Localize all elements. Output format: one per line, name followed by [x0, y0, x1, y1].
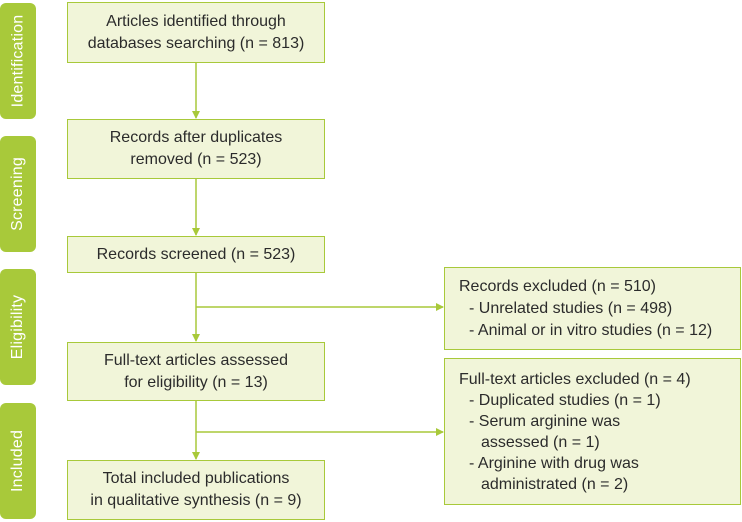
box-screened-line-1: Records screened (n = 523) — [96, 245, 296, 263]
box-full-text-line-2: for eligibility (n = 13) — [124, 373, 268, 391]
stage-included: Included — [0, 403, 36, 519]
stage-screening: Screening — [0, 136, 36, 252]
fulltext-excluded-item: - Serum arginine was — [469, 413, 621, 430]
stage-eligibility: Eligibility — [0, 269, 36, 385]
fulltext-excluded-item-continued: assessed (n = 1) — [481, 434, 600, 451]
box-after-duplicates-line-2: removed (n = 523) — [130, 151, 262, 168]
box-included-line-2: in qualitative synthesis (n = 9) — [90, 492, 302, 509]
box-included-line-1: Total included publications — [102, 470, 290, 487]
box-identified: Articles identified through databases se… — [67, 2, 325, 63]
fulltext-excluded-title: Full-text articles excluded (n = 4) — [459, 371, 691, 388]
fulltext-excluded-item-continued: administrated (n = 2) — [481, 476, 629, 493]
box-identified-line-1: Articles identified through — [106, 12, 286, 30]
box-after-duplicates-line-1: Records after duplicates — [109, 129, 283, 146]
box-fulltext-excluded: Full-text articles excluded (n = 4) - Du… — [444, 358, 741, 505]
box-included: Total included publications in qualitati… — [67, 460, 325, 520]
fulltext-excluded-item: - Arginine with drug was — [469, 455, 639, 472]
box-full-text: Full-text articles assessed for eligibil… — [67, 342, 325, 401]
records-excluded-item: - Animal or in vitro studies (n = 12) — [469, 322, 713, 339]
records-excluded-item: - Unrelated studies (n = 498) — [469, 300, 673, 317]
fulltext-excluded-item: - Duplicated studies (n = 1) — [469, 392, 661, 409]
box-identified-line-2: databases searching (n = 813) — [87, 34, 305, 52]
stage-identification: Identification — [0, 3, 36, 119]
records-excluded-title: Records excluded (n = 510) — [459, 278, 656, 295]
box-after-duplicates: Records after duplicates removed (n = 52… — [67, 119, 325, 179]
box-full-text-line-1: Full-text articles assessed — [103, 351, 289, 369]
box-screened: Records screened (n = 523) — [67, 236, 325, 273]
box-records-excluded: Records excluded (n = 510) - Unrelated s… — [444, 267, 741, 350]
